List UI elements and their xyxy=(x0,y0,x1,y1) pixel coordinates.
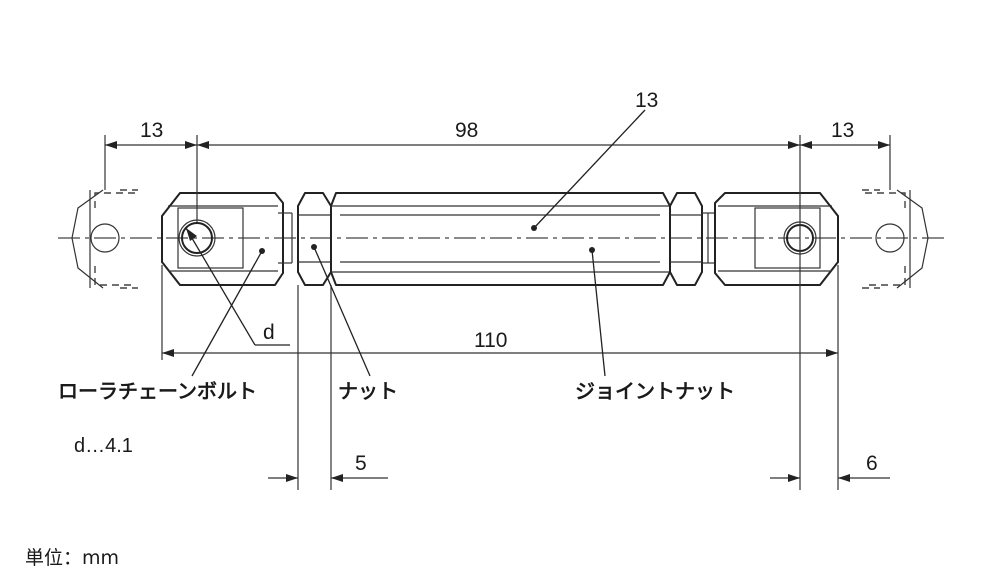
label-roller-chain-bolt: ローラチェーンボルト xyxy=(58,379,257,403)
dim-overall-pitch-value: 98 xyxy=(455,119,478,142)
dim-overall-pitch: 98 xyxy=(197,119,800,149)
dim-total-length: 110 xyxy=(162,329,838,357)
dim-total-length-value: 110 xyxy=(474,329,507,352)
dim-right-pitch: 13 xyxy=(800,119,890,149)
note-d-value: d…4.1 xyxy=(74,435,133,457)
right-eye-end xyxy=(702,192,839,286)
dim-left-pitch: 13 xyxy=(105,119,197,149)
extension-lines xyxy=(104,135,891,490)
label-nut: ナット xyxy=(338,379,398,403)
right-nut xyxy=(669,192,703,286)
dim-eye-offset-value: 6 xyxy=(866,452,878,475)
dim-bolt-hole: d xyxy=(185,227,290,346)
dim-eye-offset: 6 xyxy=(770,452,890,482)
joint-nut-body xyxy=(330,192,671,286)
left-chain-link-phantom xyxy=(71,189,138,289)
label-joint-nut: ジョイントナット xyxy=(575,379,735,403)
leader-joint-nut xyxy=(591,249,606,377)
dim-body-hex: 13 xyxy=(533,89,658,229)
leader-nut xyxy=(313,246,371,377)
dim-body-hex-value: 13 xyxy=(635,89,658,112)
left-eye-end xyxy=(161,192,293,286)
dim-nut-width: 5 xyxy=(268,452,388,482)
leader-roller-chain-bolt xyxy=(191,250,263,377)
left-nut xyxy=(297,192,332,286)
dim-left-pitch-value: 13 xyxy=(140,119,163,142)
dim-bolt-hole-value: d xyxy=(263,321,275,344)
right-chain-link-phantom xyxy=(862,189,929,289)
dim-nut-width-value: 5 xyxy=(355,452,367,475)
dim-right-pitch-value: 13 xyxy=(831,119,854,142)
unit-note: 単位：mm xyxy=(25,547,119,569)
